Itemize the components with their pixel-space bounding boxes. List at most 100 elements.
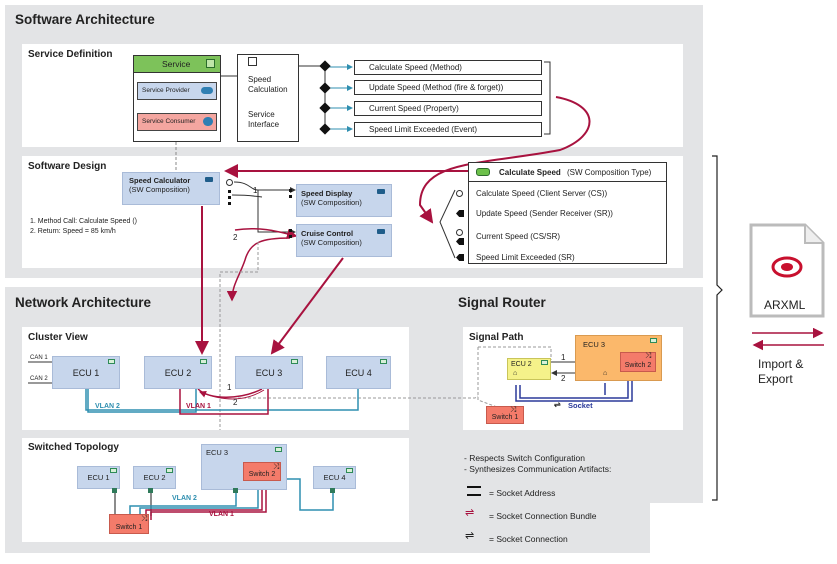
switch-icon: ⤨: [141, 514, 148, 523]
cruise-control-box[interactable]: Cruise Control (SW Composition): [296, 224, 392, 257]
software-design-title: Software Design: [28, 161, 107, 172]
can1-label: CAN 1: [30, 355, 48, 361]
arxml-label: ARXML: [764, 298, 806, 312]
port-dot: [228, 196, 231, 199]
ecu-chip-icon: [110, 468, 117, 473]
signal-switch-2[interactable]: Switch 2: [620, 352, 656, 372]
ecu-chip-icon: [380, 359, 387, 364]
arxml-file-icon[interactable]: [749, 223, 825, 318]
socket-connection-bundle-icon: ⇌: [465, 507, 475, 519]
ecu-chip-icon: [200, 359, 207, 364]
router-note-2: - Synthesizes Communication Artifacts:: [464, 464, 612, 474]
port-square: [148, 488, 153, 493]
topology-ecu-1[interactable]: ECU 1: [77, 466, 120, 489]
port-square: [330, 488, 335, 493]
import-export-line1: Import &: [758, 357, 804, 371]
service-interface-box: [237, 54, 299, 142]
switched-topology-title: Switched Topology: [28, 442, 119, 453]
interface-icon: [248, 57, 257, 66]
ecu-chip-icon: [346, 468, 353, 473]
interface-element-current-speed[interactable]: Current Speed (Property): [354, 101, 542, 116]
topology-vlan1-label: VLAN 1: [209, 511, 234, 518]
cluster-marker-1: 1: [227, 383, 232, 392]
cluster-view-title: Cluster View: [28, 332, 88, 343]
cluster-vlan2-label: VLAN 2: [95, 403, 120, 410]
service-header: Service: [133, 55, 221, 73]
composition-port-speed-limit-exceeded[interactable]: Speed Limit Exceeded (SR): [476, 253, 575, 262]
ecu-chip-icon: [650, 338, 657, 343]
interface-element-calculate-speed[interactable]: Calculate Speed (Method): [354, 60, 542, 75]
service-provider-box[interactable]: Service Provider: [137, 82, 217, 100]
interface-element-speed-limit-exceeded[interactable]: Speed Limit Exceeded (Event): [354, 122, 542, 137]
speed-display-name: Speed Display: [301, 189, 353, 198]
topology-vlan2-label: VLAN 2: [172, 495, 197, 502]
design-note-1: 1. Method Call: Calculate Speed (): [30, 218, 137, 225]
signal-switch-1[interactable]: Switch 1: [486, 406, 524, 424]
signal-switch-2-label: Switch 2: [624, 362, 652, 369]
service-provider-label: Service Provider: [142, 87, 190, 94]
service-definition-title: Service Definition: [28, 49, 113, 60]
composition-icon: [377, 229, 385, 234]
port-square: [112, 488, 117, 493]
topology-ecu-3-label: ECU 3: [206, 448, 229, 457]
can2-label: CAN 2: [30, 376, 48, 382]
port-dot: [289, 229, 292, 232]
topology-ecu-2[interactable]: ECU 2: [133, 466, 176, 489]
software-architecture-title: Software Architecture: [15, 12, 155, 27]
speed-calculator-box[interactable]: Speed Calculator (SW Composition): [122, 172, 220, 205]
interface-element-update-speed[interactable]: Update Speed (Method (fire & forget)): [354, 80, 542, 95]
socket-connection-icon: ⇌: [554, 400, 561, 409]
ecu-chip-icon: [108, 359, 115, 364]
composition-icon: [377, 189, 385, 194]
port-square: [233, 488, 238, 493]
composition-port-calculate-speed[interactable]: Calculate Speed (Client Server (CS)): [476, 189, 608, 198]
signal-ecu-2[interactable]: ECU 2: [507, 358, 551, 380]
interface-type-line1: Service: [248, 110, 275, 119]
interface-name-line1: Speed: [248, 75, 272, 84]
composition-port-update-speed[interactable]: Update Speed (Sender Receiver (SR)): [476, 209, 613, 218]
speed-calculator-name: Speed Calculator: [129, 176, 191, 185]
service-consumer-label: Service Consumer: [142, 118, 196, 125]
service-label: Service: [162, 59, 191, 69]
cluster-marker-2: 2: [233, 398, 238, 407]
port-dot: [228, 202, 231, 205]
ecu-chip-icon: [275, 447, 282, 452]
topology-switch-1[interactable]: Switch 1: [109, 514, 149, 534]
port-dot: [289, 235, 292, 238]
connector-label-1: 1: [253, 186, 258, 195]
service-consumer-box[interactable]: Service Consumer: [137, 113, 217, 131]
speed-display-box[interactable]: Speed Display (SW Composition): [296, 184, 392, 217]
topology-switch-1-label: Switch 1: [115, 524, 143, 531]
port-arrow-icon: [456, 254, 464, 261]
topology-switch-2[interactable]: Switch 2: [243, 462, 281, 481]
port-arrow-icon: [456, 210, 464, 217]
socket-address-icon: ⌂: [513, 370, 518, 377]
switch-icon: ⤨: [273, 462, 280, 471]
signal-ecu-2-label: ECU 2: [511, 361, 532, 368]
composition-type-icon: [476, 168, 490, 176]
interface-name-line2: Calculation: [248, 85, 288, 94]
signal-switch-1-label: Switch 1: [491, 414, 519, 421]
service-icon: [206, 59, 215, 68]
socket-connection-icon: ⇌: [465, 530, 475, 542]
design-note-2: 2. Return: Speed = 85 km/h: [30, 228, 116, 235]
connector-label-2: 2: [233, 233, 238, 242]
socket-address-icon: [467, 486, 481, 496]
socket-label: Socket: [568, 401, 593, 410]
composition-port-current-speed[interactable]: Current Speed (CS/SR): [476, 232, 561, 241]
port-dot: [228, 190, 231, 193]
panel-notch: [650, 503, 710, 558]
speed-display-type: (SW Composition): [301, 198, 362, 207]
file-icon: [749, 223, 825, 318]
port-circle: [226, 179, 233, 186]
signal-router-title: Signal Router: [458, 295, 546, 310]
socket-address-icon: ⌂: [603, 370, 608, 377]
cruise-control-type: (SW Composition): [301, 238, 362, 247]
port-dot: [289, 195, 292, 198]
composition-type-name: Calculate Speed: [499, 168, 561, 177]
router-note-1: - Respects Switch Configuration: [464, 453, 585, 463]
topology-switch-2-label: Switch 2: [248, 471, 276, 478]
interface-type-line2: Interface: [248, 120, 280, 129]
port-circle: [456, 190, 463, 197]
port-arrow-icon: [456, 238, 464, 245]
